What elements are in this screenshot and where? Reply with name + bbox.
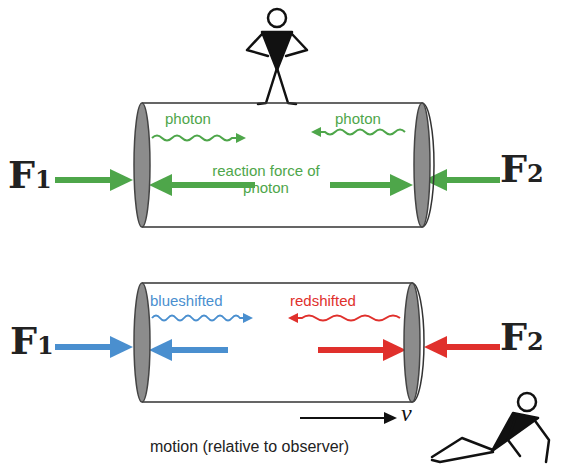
figure-arm bbox=[508, 416, 520, 456]
figure-head bbox=[518, 393, 536, 411]
force-label: F2 bbox=[500, 146, 544, 191]
figure-leg bbox=[258, 68, 277, 104]
reclining-observer bbox=[432, 393, 549, 462]
reaction-arrow bbox=[170, 347, 228, 353]
figure-arm bbox=[286, 33, 307, 56]
velocity-arrow bbox=[300, 417, 388, 419]
arrow-head bbox=[149, 339, 172, 361]
reaction-arrow bbox=[170, 182, 255, 188]
figure-leg bbox=[432, 438, 493, 457]
velocity-label: v bbox=[401, 400, 412, 427]
photon-label: redshifted bbox=[290, 292, 390, 309]
blueshifted-wave bbox=[152, 316, 245, 321]
arrow-head bbox=[311, 127, 321, 137]
arrow-head bbox=[288, 313, 298, 323]
mirror-cap bbox=[414, 103, 430, 227]
force-arrow bbox=[445, 177, 500, 183]
photon-label: photon bbox=[165, 110, 245, 127]
arrow-head bbox=[110, 336, 133, 358]
photon-cylinder: blueshifted redshifted bbox=[130, 280, 430, 405]
figure-body bbox=[492, 413, 538, 451]
arrow-head bbox=[384, 412, 397, 424]
force-label: F1 bbox=[10, 318, 54, 363]
reaction-arrow bbox=[330, 182, 392, 188]
photon-label: reaction force of photon bbox=[212, 162, 320, 196]
figure-body bbox=[262, 32, 292, 70]
figure-leg bbox=[432, 452, 493, 462]
photon-wave bbox=[152, 136, 238, 141]
force-label: F1 bbox=[8, 152, 52, 197]
caption-note: motion (relative to observer) bbox=[150, 438, 349, 456]
arrow-head bbox=[390, 174, 413, 196]
force-label: F2 bbox=[500, 314, 544, 359]
cylinder-wall bbox=[142, 103, 422, 227]
arrow-head bbox=[110, 169, 133, 191]
force-arrow bbox=[445, 344, 500, 350]
figure-arm bbox=[247, 33, 268, 56]
mirror-cap bbox=[404, 283, 420, 402]
arrow-head bbox=[383, 339, 406, 361]
figure-arm bbox=[533, 418, 549, 462]
standing-observer bbox=[247, 9, 307, 104]
photon-label: blueshifted bbox=[150, 292, 250, 309]
cylinder-wall bbox=[142, 283, 412, 402]
reaction-arrow bbox=[318, 347, 385, 353]
arrow-head bbox=[243, 313, 253, 323]
figure-leg bbox=[277, 68, 296, 104]
photon-wave bbox=[319, 130, 405, 135]
arrow-head bbox=[424, 336, 447, 358]
mirror-cap bbox=[134, 103, 150, 227]
figure-head bbox=[268, 9, 286, 27]
arrow-head bbox=[149, 174, 172, 196]
photon-cylinder: photon photon reaction force of photon bbox=[130, 100, 440, 230]
redshifted-wave bbox=[296, 316, 400, 321]
arrow-head bbox=[236, 133, 246, 143]
photon-label: photon bbox=[335, 110, 415, 127]
force-arrow bbox=[55, 177, 112, 183]
force-arrow bbox=[55, 344, 112, 350]
mirror-cap bbox=[134, 283, 150, 402]
